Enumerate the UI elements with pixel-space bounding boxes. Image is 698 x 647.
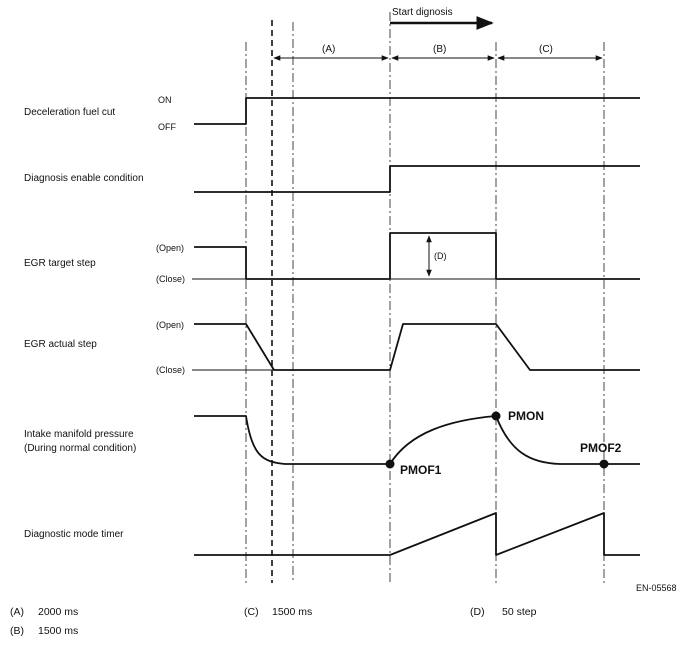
decel-fuel-cut-signal xyxy=(194,97,640,125)
legend-value-a: 2000 ms xyxy=(38,606,78,618)
interval-c-label: (C) xyxy=(539,44,553,55)
egr-target-close-label: (Close) xyxy=(156,274,185,284)
diag-enable-label: Diagnosis enable condition xyxy=(24,173,144,184)
pmof2-point xyxy=(599,459,609,469)
decel-off-label: OFF xyxy=(158,122,176,132)
intake-pressure-label-line1: Intake manifold pressure xyxy=(24,429,134,440)
egr-actual-open-label: (Open) xyxy=(156,320,184,330)
egr-step-d-label: (D) xyxy=(434,251,447,261)
egr-target-label: EGR target step xyxy=(24,258,96,269)
egr-actual-signal xyxy=(194,323,640,371)
legend-key-a: (A) xyxy=(10,606,24,618)
intake-pressure-signal xyxy=(194,415,640,465)
egr-target-open-label: (Open) xyxy=(156,243,184,253)
legend-key-c: (C) xyxy=(244,606,259,618)
egr-actual-close-label: (Close) xyxy=(156,365,185,375)
egr-actual-label: EGR actual step xyxy=(24,339,97,350)
legend-value-d: 50 step xyxy=(502,606,537,618)
legend-value-c: 1500 ms xyxy=(272,606,312,618)
start-diagnosis-label: Start dignosis xyxy=(392,7,453,18)
diag-timer-signal xyxy=(194,512,640,556)
pmof1-point xyxy=(385,459,395,469)
diag-timer-label: Diagnostic mode timer xyxy=(24,529,124,540)
pmon-point xyxy=(491,411,501,421)
pmof1-label: PMOF1 xyxy=(400,463,442,477)
figure-code: EN-05568 xyxy=(636,583,677,593)
decel-on-label: ON xyxy=(158,95,172,105)
diag-enable-signal xyxy=(194,165,640,193)
intake-pressure-label-line2: (During normal condition) xyxy=(24,443,136,454)
pmon-label: PMON xyxy=(508,409,544,423)
interval-b-label: (B) xyxy=(433,44,446,55)
interval-a-label: (A) xyxy=(322,44,335,55)
decel-fuel-cut-label: Deceleration fuel cut xyxy=(24,107,115,118)
legend-key-d: (D) xyxy=(470,606,485,618)
legend-key-b: (B) xyxy=(10,625,24,637)
pmof2-label: PMOF2 xyxy=(580,441,622,455)
egr-target-signal xyxy=(194,232,640,280)
legend-value-b: 1500 ms xyxy=(38,625,78,637)
